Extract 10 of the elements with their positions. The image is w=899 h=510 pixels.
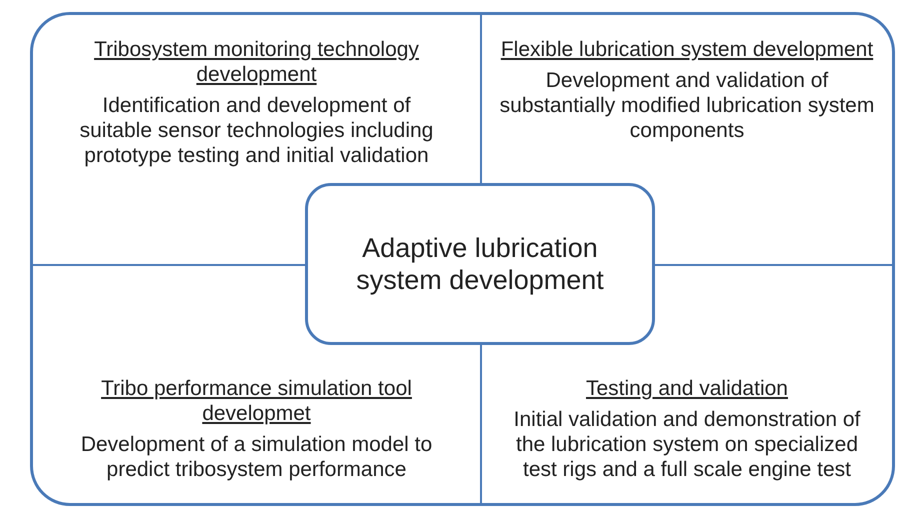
center-title: Adaptive lubrication system development [355,232,605,296]
section-heading: Tribosystem monitoring technology development [93,37,420,87]
section-description: Identification and development of suitable sensor technologies including prototype testing and initial validation [78,93,434,168]
section-description: Development and validation of substantially modified lubrication system components [498,68,876,143]
section-description: Development of a simulation model to predict tribosystem performance [80,432,434,482]
section-heading: Flexible lubrication system development [500,37,874,62]
center-box [305,183,655,345]
section-heading: Testing and validation [585,376,789,401]
section-heading: Tribo performance simulation tool developmet [100,376,413,426]
section-description: Initial validation and demonstration of the lubrication system on specialized test rigs and a full scale engine test [512,407,862,482]
